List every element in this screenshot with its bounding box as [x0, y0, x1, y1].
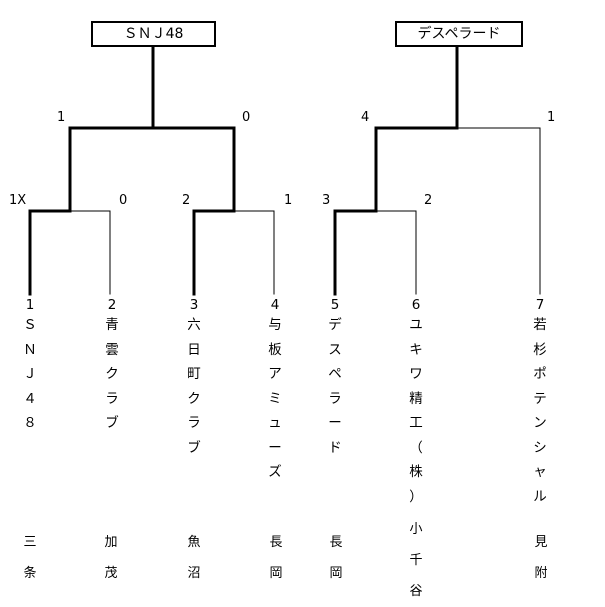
team-6-seed: 6 — [411, 297, 421, 313]
char: デ — [328, 317, 342, 333]
char: Ｎ — [23, 341, 37, 358]
team-7-name: 若杉ポテンシャル — [530, 313, 550, 509]
char: ル — [533, 488, 547, 505]
winner-box-right: デスペラード — [395, 21, 523, 47]
char: 茂 — [104, 566, 118, 581]
char: ド — [328, 439, 342, 456]
char: ャ — [533, 464, 547, 480]
char: ） — [409, 488, 423, 505]
score-r1-m3-a: 3 — [322, 193, 331, 208]
char: 雲 — [105, 341, 119, 358]
char: 長 — [329, 535, 343, 550]
team-2-location: 加茂 — [100, 527, 122, 589]
char: ８ — [23, 415, 37, 431]
char: ユ — [409, 317, 423, 333]
char: ク — [105, 366, 119, 382]
char: 工 — [409, 415, 423, 431]
char: 沼 — [187, 566, 201, 581]
char: ラ — [105, 390, 119, 407]
team-7-seed: 7 — [535, 297, 545, 313]
char: Ｓ — [23, 317, 37, 333]
char: ズ — [268, 464, 282, 480]
char: 日 — [187, 341, 201, 358]
char: テ — [533, 390, 547, 407]
char: 杉 — [533, 341, 547, 358]
char: 六 — [187, 317, 201, 333]
team-3-name: 六日町クラブ — [184, 313, 204, 460]
score-top-left-b: 0 — [242, 110, 251, 125]
team-4-name: 与板アミューズ — [265, 313, 285, 485]
char: ポ — [533, 366, 547, 382]
char: ュ — [268, 415, 282, 431]
score-top-left-a: 1 — [57, 110, 66, 125]
team-6-name: ユキワ精工 （ 株 ） — [406, 313, 426, 509]
team-4-seed: 4 — [270, 297, 280, 313]
score-top-right-b: 1 — [547, 110, 556, 125]
char: ブ — [105, 415, 119, 431]
char: ラ — [187, 415, 201, 431]
char: ワ — [409, 366, 423, 382]
char: ク — [187, 390, 201, 407]
team-2-name: 青雲クラブ — [102, 313, 122, 436]
char: 谷 — [409, 584, 423, 599]
char: シ — [533, 439, 547, 456]
char: 加 — [104, 535, 118, 550]
char: 附 — [534, 566, 548, 581]
char: 岡 — [269, 566, 283, 581]
char: 町 — [187, 366, 201, 382]
char: 長 — [269, 535, 283, 550]
char: 見 — [534, 535, 548, 550]
team-4-location: 長岡 — [265, 527, 287, 589]
char: ブ — [187, 439, 201, 456]
char: 三 — [23, 535, 37, 550]
char: 与 — [268, 317, 282, 333]
char: 岡 — [329, 566, 343, 581]
char: ペ — [328, 366, 342, 382]
char: ラ — [328, 390, 342, 407]
score-r1-m2-b: 1 — [284, 193, 293, 208]
team-2-seed: 2 — [107, 297, 117, 313]
char: 条 — [23, 566, 37, 581]
team-5-seed: 5 — [330, 297, 340, 313]
char: ア — [268, 366, 282, 382]
char: キ — [409, 341, 423, 358]
score-r1-m1-a: 1X — [9, 193, 27, 208]
team-3-seed: 3 — [189, 297, 199, 313]
team-7-location: 見附 — [530, 527, 552, 589]
score-r1-m2-a: 2 — [182, 193, 191, 208]
char: Ｊ — [23, 366, 37, 382]
char: 若 — [533, 317, 547, 333]
team-5-name: デスペラード — [325, 313, 345, 460]
team-5-location: 長岡 — [325, 527, 347, 589]
score-top-right-a: 4 — [361, 110, 370, 125]
char: （ — [409, 439, 423, 456]
char: ４ — [23, 390, 37, 407]
team-6-location: 小千谷 — [405, 514, 427, 607]
char: ー — [268, 439, 282, 456]
char: 魚 — [187, 535, 201, 550]
char: 株 — [409, 464, 423, 480]
char: 青 — [105, 317, 119, 333]
char: ー — [328, 415, 342, 431]
team-1-location: 三条 — [19, 527, 41, 589]
team-3-location: 魚沼 — [183, 527, 205, 589]
char: ミ — [268, 390, 282, 407]
score-r1-m1-b: 0 — [119, 193, 128, 208]
char: ン — [533, 415, 547, 431]
char: 板 — [268, 341, 282, 358]
score-r1-m3-b: 2 — [424, 193, 433, 208]
char: 精 — [409, 390, 423, 407]
char: ス — [328, 341, 342, 358]
team-1-seed: 1 — [25, 297, 35, 313]
char: 千 — [409, 553, 423, 568]
char: 小 — [409, 522, 423, 537]
winner-box-left: ＳＮＪ48 — [91, 21, 216, 47]
